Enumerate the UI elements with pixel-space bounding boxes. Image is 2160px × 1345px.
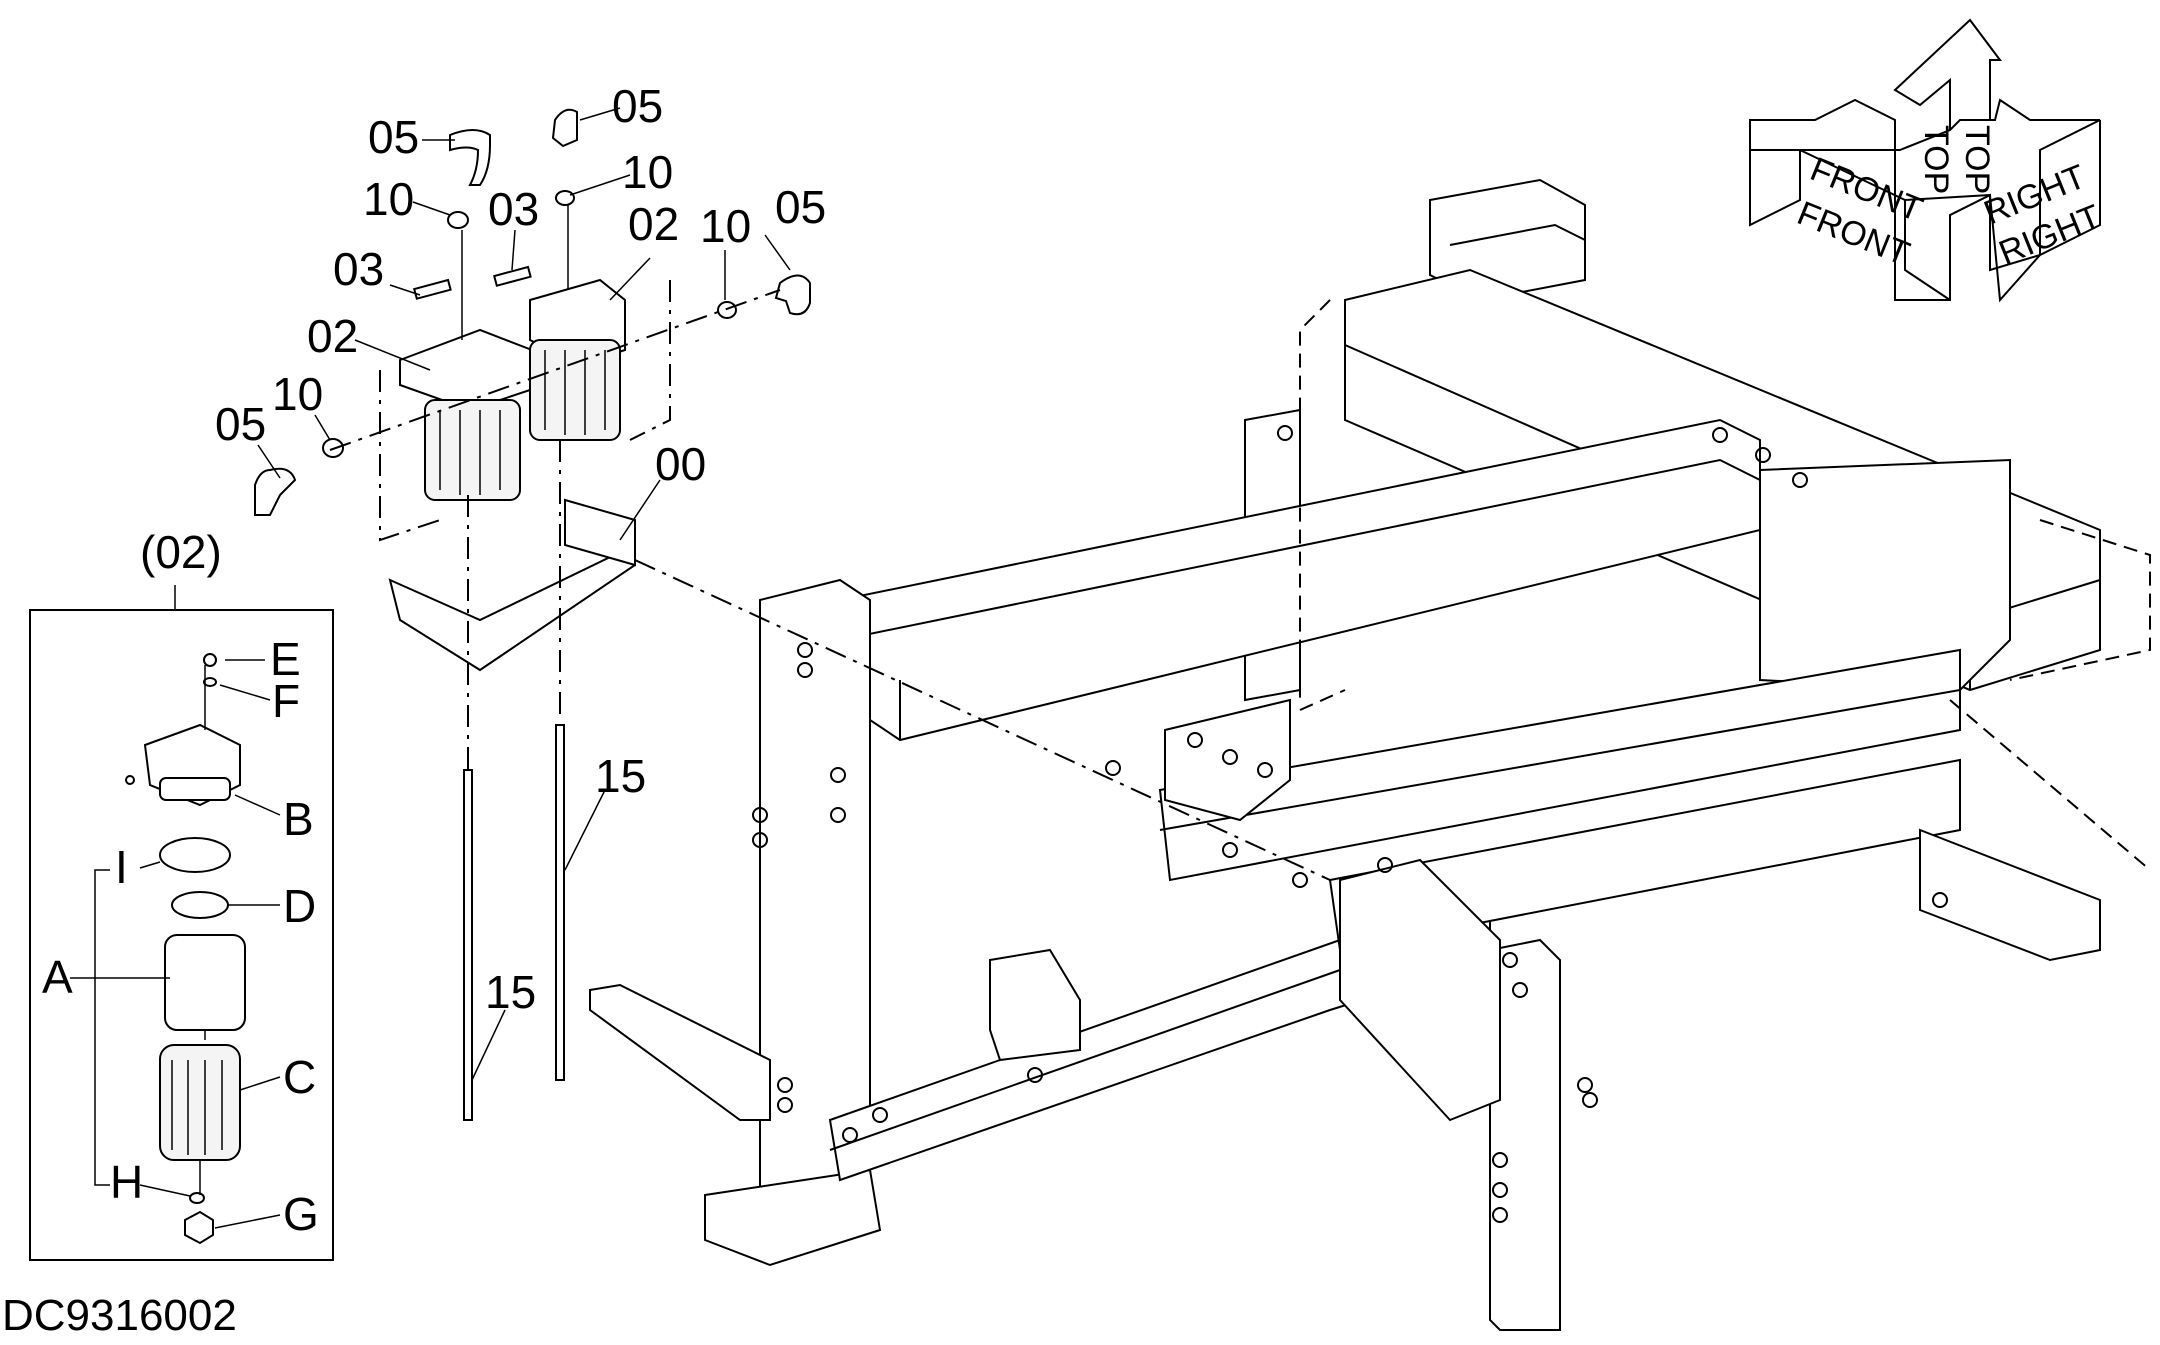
filter-element (164, 934, 246, 1031)
callout-05-c: 05 (775, 181, 826, 233)
callout-05-a: 05 (368, 111, 419, 163)
drain-nut (184, 1210, 214, 1245)
oring-d (171, 891, 229, 919)
inset-detail (29, 585, 334, 1261)
drawing-code: DC9316002 (2, 1291, 237, 1340)
callout-02-a: 02 (628, 198, 679, 250)
orientation-indicator: FRONT FRONT TOP TOP RIGHT RIGHT (1749, 18, 2106, 303)
tube-15-b (555, 724, 565, 1081)
callout-15-a: 15 (595, 750, 646, 802)
callout-10-d: 10 (272, 368, 323, 420)
callout-10-b: 10 (622, 146, 673, 198)
inset-title: (02) (140, 526, 222, 578)
callout-05-d: 05 (215, 398, 266, 450)
oring-i (159, 837, 231, 873)
inset-callout-c: C (283, 1051, 316, 1103)
orient-top-right: TOP (1958, 125, 1996, 194)
callout-03-a: 03 (333, 243, 384, 295)
callout-15-b: 15 (485, 966, 536, 1018)
machine-frame (589, 178, 2151, 1331)
callout-leaders (257, 107, 791, 1081)
callout-03-b: 03 (488, 183, 539, 235)
hose-05-c (774, 274, 811, 316)
callout-05-b: 05 (612, 80, 663, 132)
inset-callout-h: H (110, 1156, 143, 1208)
bolt-03-a (412, 278, 452, 300)
inset-callout-i: I (115, 841, 128, 893)
callout-10-c: 10 (700, 200, 751, 252)
callout-02-b: 02 (307, 310, 358, 362)
frame-bolts (752, 425, 1948, 1223)
hose-05-a (449, 129, 491, 186)
inset-callout-f: F (272, 675, 300, 727)
inset-callout-d: D (283, 880, 316, 932)
hose-05-d (254, 467, 297, 516)
callout-00: 00 (655, 438, 706, 490)
clamp-10-c (717, 301, 737, 319)
inset-callout-b: B (283, 793, 314, 845)
inset-callout-e: E (270, 633, 301, 685)
bolt-03-b (492, 265, 532, 287)
bracket-00 (388, 543, 636, 672)
clamp-10-b (555, 190, 575, 206)
hose-05-b (551, 108, 578, 148)
orient-top-left: TOP (1917, 125, 1955, 194)
tube-15-a (463, 769, 473, 1121)
callout-labels: 05 05 05 05 10 10 10 10 03 03 02 02 00 1… (2, 80, 826, 1340)
inset-callout-g: G (283, 1188, 319, 1240)
fuel-filter-assembly (254, 108, 1331, 1121)
callout-10-a: 10 (363, 173, 414, 225)
clamp-10-a (447, 211, 469, 229)
inset-callout-a: A (42, 951, 73, 1003)
inset-frame (29, 609, 334, 1261)
